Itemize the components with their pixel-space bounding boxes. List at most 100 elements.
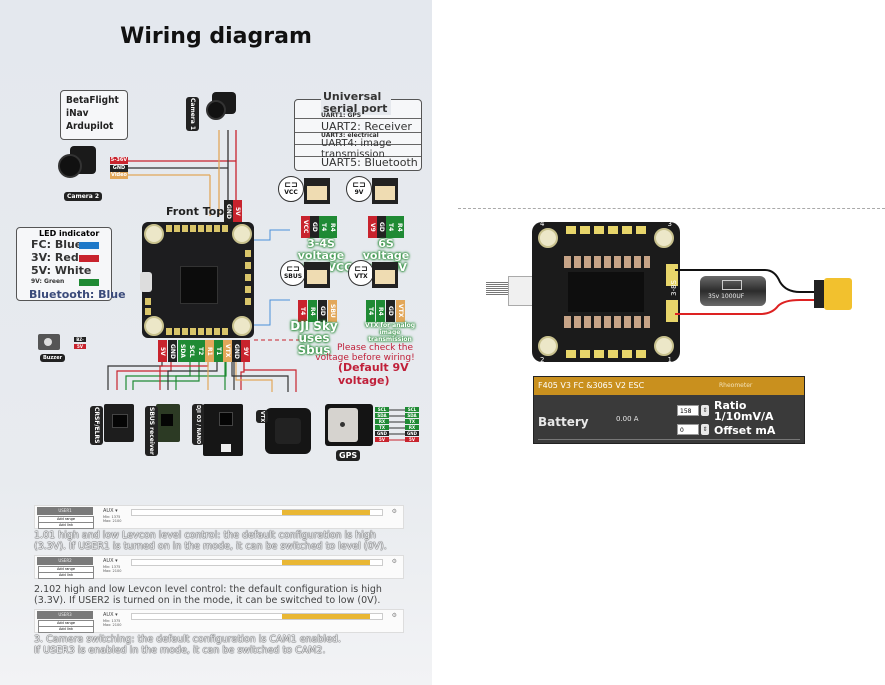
fc-pin: T1 — [214, 340, 223, 362]
buzzer-icon — [38, 334, 60, 350]
range-slider[interactable] — [131, 509, 383, 516]
mode-config-user3: USER3 Add range Add link AUX ▾ Min: 1375… — [34, 609, 404, 633]
jumper-pin: SBU — [328, 300, 337, 322]
range-fill — [282, 614, 370, 619]
range-slider[interactable] — [131, 613, 383, 620]
jumper-pin: R4 — [328, 216, 337, 238]
ratio-stepper[interactable]: ⇕ — [701, 405, 709, 416]
esc-motor-number: 4 — [540, 220, 545, 228]
jumper-module-vcc — [304, 178, 330, 204]
fc-pin: 5V — [158, 340, 167, 362]
mode-config-user1: USER1 Add range Add link AUX ▾ Min: 1375… — [34, 505, 404, 529]
led-item: 5V: White — [31, 264, 92, 277]
buzzer-pin: BZ- — [74, 337, 86, 342]
led-item: Bluetooth: Blue — [29, 288, 126, 301]
mode-name: USER2 — [37, 557, 93, 565]
fc-pin: R1 — [205, 340, 214, 362]
camera1-icon — [204, 88, 240, 122]
esc-motor-number: 1 — [667, 356, 672, 364]
gps-pin: SCL — [375, 407, 389, 412]
jumper-pin: VTX — [396, 300, 405, 322]
offset-input[interactable]: 0 — [677, 424, 699, 435]
note-2: 2.102 high and low Levcon level control:… — [34, 584, 382, 606]
crsf-elrs-receiver — [104, 404, 134, 442]
fc-pin: 9V — [241, 340, 250, 362]
uart-heading: Universal serial port — [321, 91, 391, 115]
gps-pin: 5V — [375, 437, 389, 442]
jumper-icon-vtx: ⊏⊐VTX — [348, 260, 374, 286]
fc-pin: GND — [232, 340, 241, 362]
aux-channel-select[interactable]: AUX ▾ — [103, 558, 118, 564]
offset-stepper[interactable]: ⇕ — [701, 424, 709, 435]
fc-pin: VTX — [223, 340, 232, 362]
page-title: Wiring diagram — [120, 24, 312, 49]
jumper-module-sbus — [304, 262, 330, 288]
camera2-icon — [58, 144, 98, 184]
firmware-item: iNav — [66, 108, 89, 119]
capacitor: 35v 1000UF — [700, 276, 766, 306]
aux-channel-select[interactable]: AUX ▾ — [103, 508, 118, 514]
jumper-module-vtx — [372, 262, 398, 288]
fc-top-pin-5v: 5V — [233, 200, 242, 222]
jumper-pin: GD — [377, 216, 386, 238]
divider — [458, 208, 885, 209]
camera-wires — [110, 130, 330, 341]
camera2-wire-video: Video — [110, 172, 128, 179]
gps-pin: RX — [405, 425, 419, 430]
gps-module — [325, 404, 373, 446]
gps-pin: TX — [405, 419, 419, 424]
esc-panel-header: F405 V3 FC &3065 V2 ESC Rheometer — [534, 377, 804, 395]
current-value: 0.00 A — [616, 415, 639, 423]
uart-item-2: UART2: Receiver — [321, 120, 412, 133]
buzzer-pin: 5V — [74, 344, 86, 349]
jumper-pin: V9 — [368, 216, 377, 238]
esc-panel-title: F405 V3 FC &3065 V2 ESC — [538, 381, 645, 390]
settings-icon[interactable]: ⚙ — [391, 558, 397, 565]
gps-pin: GND — [405, 431, 419, 436]
gps-pin: 5V — [405, 437, 419, 442]
settings-icon[interactable]: ⚙ — [391, 612, 397, 619]
add-link-button[interactable]: Add link — [38, 626, 94, 633]
fc-pin: SDA — [178, 340, 187, 362]
jumper-pin: R4 — [395, 216, 404, 238]
jumper-pin: VCC — [301, 216, 310, 238]
capacitor-label: 35v 1000UF — [708, 293, 745, 300]
camera1-label: Camera 1 — [186, 97, 199, 132]
firmware-item: BetaFlight — [66, 95, 119, 106]
gps-pin: SDA — [375, 413, 389, 418]
add-link-button[interactable]: Add link — [38, 572, 94, 579]
uart-item-3: UART3: electrical — [321, 132, 379, 139]
esc-motor-number: 2 — [540, 356, 545, 364]
settings-icon[interactable]: ⚙ — [391, 508, 397, 515]
jumper-icon-vcc: ⊏⊐VCC — [278, 176, 304, 202]
fc-pin: T2 — [196, 340, 205, 362]
gps-pin: SDA — [405, 413, 419, 418]
add-link-button[interactable]: Add link — [38, 522, 94, 529]
sbus-receiver-label: SBUS receiver — [145, 406, 158, 456]
jumper-pin: R4 — [376, 300, 385, 322]
gps-pin: TX — [375, 425, 389, 430]
led-indicator-box: LED indicator FC: Blue 3V: Red 5V: White… — [16, 227, 126, 301]
vtx-label: VTX — [256, 410, 268, 424]
peripheral-wires — [107, 362, 405, 441]
jumper-pin: R4 — [308, 300, 317, 322]
jumper-pin: GD — [318, 300, 327, 322]
range-fill — [282, 510, 370, 515]
ratio-input[interactable]: 158 — [677, 405, 699, 416]
jumper-icon-sbus: ⊏⊐SBUS — [280, 260, 306, 286]
flight-controller-board — [140, 222, 254, 338]
jumper-icon-9v: ⊏⊐9V — [346, 176, 372, 202]
esc-sensor-panel: F405 V3 FC &3065 V2 ESC Rheometer Batter… — [533, 376, 805, 444]
note-3: 3. Camera switching: the default configu… — [34, 634, 341, 656]
aux-channel-select[interactable]: AUX ▾ — [103, 612, 118, 618]
range-slider[interactable] — [131, 559, 383, 566]
dji-air-unit — [203, 404, 243, 456]
mcu-chip — [180, 266, 218, 304]
usb-c-port — [140, 272, 152, 292]
battery-label: Battery — [538, 415, 589, 429]
gps-label: GPS — [336, 450, 361, 461]
